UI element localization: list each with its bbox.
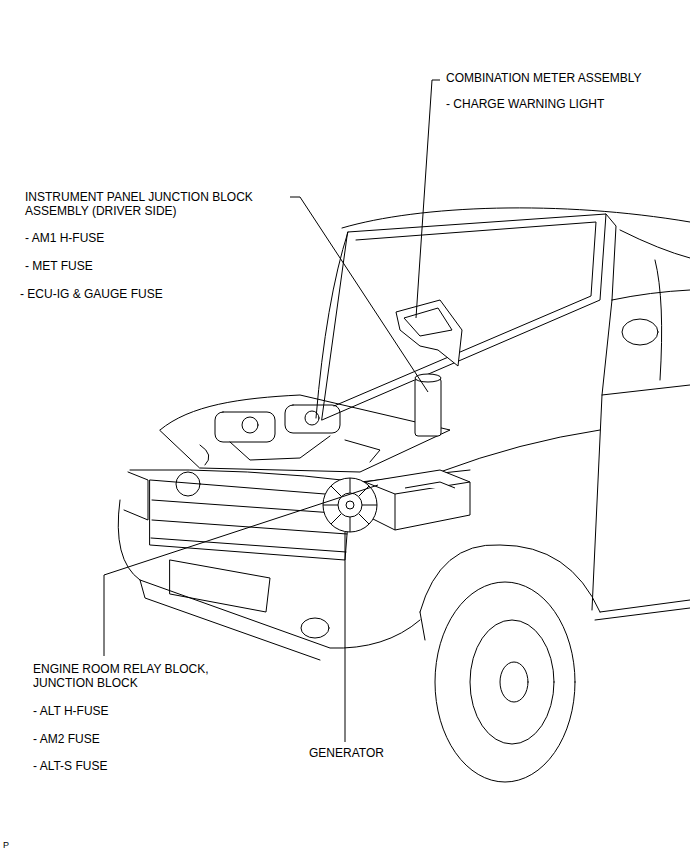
callout-label: P bbox=[3, 838, 9, 852]
callout-label: - CHARGE WARNING LIGHT bbox=[446, 97, 604, 111]
callout-label: - ECU-IG & GAUGE FUSE bbox=[20, 287, 163, 301]
callout-label: ENGINE ROOM RELAY BLOCK, JUNCTION BLOCK bbox=[33, 662, 248, 690]
callout-label: - ALT H-FUSE bbox=[33, 704, 109, 718]
callout-label: GENERATOR bbox=[309, 746, 384, 760]
leader-lines bbox=[104, 80, 440, 742]
callout-label: - AM2 FUSE bbox=[33, 732, 100, 746]
callout-label: COMBINATION METER ASSEMBLY bbox=[446, 71, 642, 85]
callout-label: - ALT-S FUSE bbox=[33, 759, 107, 773]
callout-label: - MET FUSE bbox=[25, 259, 93, 273]
callout-label: INSTRUMENT PANEL JUNCTION BLOCK ASSEMBLY… bbox=[25, 190, 293, 218]
callout-label: - AM1 H-FUSE bbox=[25, 231, 104, 245]
